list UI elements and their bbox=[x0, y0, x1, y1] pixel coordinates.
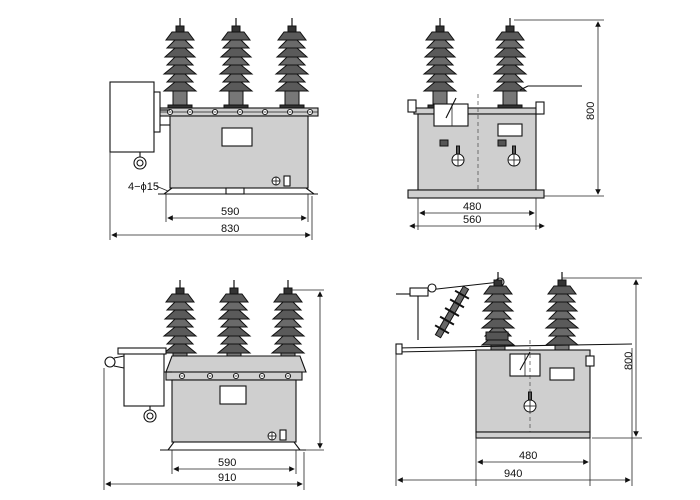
mechanism-box bbox=[123, 351, 165, 407]
dim-outer-width: 560 bbox=[463, 214, 481, 226]
bushing-2 bbox=[219, 17, 253, 112]
mechanism-box bbox=[109, 81, 155, 153]
bushing-1 bbox=[423, 17, 457, 112]
indicator-window bbox=[433, 103, 469, 127]
view-side-top-right: 480 560 800 bbox=[407, 17, 604, 230]
view-front-bottom-left: 590 910 bbox=[103, 279, 324, 490]
dim-outer-width: 910 bbox=[218, 472, 236, 484]
base-frame bbox=[475, 431, 591, 439]
top-plate-screws bbox=[166, 108, 314, 116]
dim-inner-width: 480 bbox=[519, 450, 537, 462]
dim-height: 800 bbox=[585, 102, 597, 120]
top-cover bbox=[165, 355, 307, 373]
nameplate bbox=[219, 385, 247, 405]
view-front-top-left: 4−ϕ15 590 830 bbox=[109, 17, 319, 240]
bushing-2 bbox=[493, 17, 527, 112]
ground-symbol bbox=[267, 431, 277, 441]
nameplate bbox=[221, 127, 253, 147]
hole-callout: 4−ϕ15 bbox=[128, 181, 159, 193]
support-bar bbox=[395, 343, 633, 349]
bushing-1 bbox=[163, 17, 197, 112]
nameplate bbox=[549, 367, 575, 381]
side-bracket bbox=[104, 356, 116, 368]
dim-inner-width: 590 bbox=[221, 206, 239, 218]
bushing-3 bbox=[275, 17, 309, 112]
nameplate bbox=[497, 123, 523, 137]
base-frame bbox=[407, 189, 545, 199]
ground-symbol bbox=[271, 176, 281, 186]
dim-outer-width: 830 bbox=[221, 223, 239, 235]
dim-height: 800 bbox=[623, 352, 635, 370]
top-plate bbox=[413, 107, 541, 115]
dim-outer-width: 940 bbox=[504, 468, 522, 480]
dim-inner-width: 590 bbox=[218, 457, 236, 469]
view-side-bottom-right: 480 940 800 bbox=[395, 271, 642, 486]
diagonal-insulator bbox=[434, 285, 470, 339]
dim-inner-width: 480 bbox=[463, 201, 481, 213]
